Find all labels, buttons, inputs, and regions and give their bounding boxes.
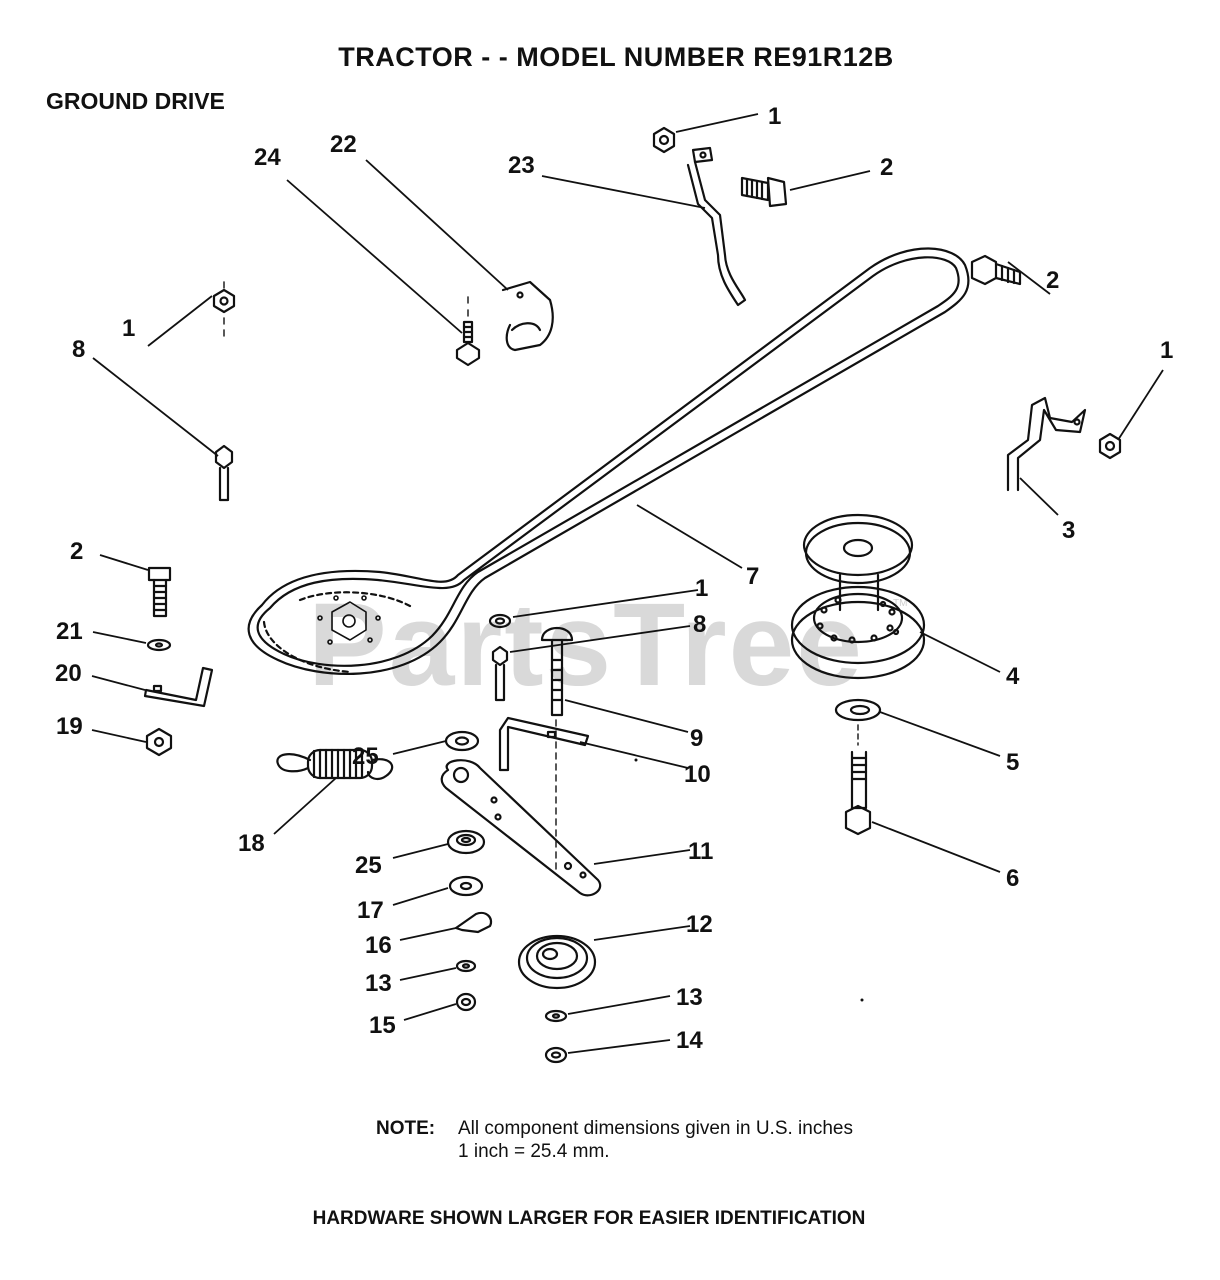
lock-nut-right — [544, 1046, 568, 1064]
bushing-bottom — [446, 829, 486, 855]
extension-spring — [276, 748, 394, 781]
belt-loop-hub — [317, 595, 381, 645]
callout-2-right: 2 — [1046, 267, 1059, 294]
callout-8-left: 8 — [72, 336, 85, 363]
idler-arm — [440, 759, 602, 897]
self-tapping-screw — [455, 296, 481, 367]
note-body: All component dimensions given in U.S. i… — [458, 1117, 853, 1163]
bell-washer — [834, 698, 882, 722]
callout-1-right: 1 — [1160, 337, 1173, 364]
flat-washer — [448, 875, 484, 897]
callout-10: 10 — [684, 761, 711, 788]
callout-20: 20 — [55, 660, 82, 687]
pulley-bolt — [844, 724, 872, 836]
leader-lines — [91, 113, 1164, 1054]
callout-17: 17 — [357, 897, 384, 924]
note-block: NOTE: All component dimensions given in U… — [376, 1117, 853, 1163]
idler-pulley — [517, 934, 597, 990]
callout-11: 11 — [688, 838, 713, 865]
callout-21: 21 — [56, 618, 83, 645]
callout-19: 19 — [56, 713, 83, 740]
diagram-title: TRACTOR - - MODEL NUMBER RE91R12B — [338, 42, 894, 72]
note-line-1: All component dimensions given in U.S. i… — [458, 1118, 853, 1139]
engine-pulley — [790, 513, 926, 680]
washer-small-right — [544, 1009, 568, 1023]
callout-24: 24 — [254, 144, 281, 171]
callout-12: 12 — [686, 911, 713, 938]
callout-18: 18 — [238, 830, 265, 857]
callout-2-left: 2 — [70, 538, 83, 565]
callout-16: 16 — [365, 932, 392, 959]
callout-1-center: 1 — [695, 575, 708, 602]
hex-nut-left — [212, 281, 236, 337]
belt-keeper — [498, 716, 590, 772]
belt-guide-rod-top — [686, 146, 747, 307]
callout-5: 5 — [1006, 749, 1019, 776]
hex-nut-top — [652, 126, 676, 154]
footer-note: HARDWARE SHOWN LARGER FOR EASIER IDENTIF… — [312, 1208, 866, 1229]
lock-nut-left — [455, 992, 477, 1012]
belt-guide-left — [143, 666, 214, 708]
belt-guide-bracket — [501, 280, 554, 352]
bolt-right — [970, 254, 1022, 286]
watermark-tm: TM — [893, 598, 907, 609]
callout-14: 14 — [676, 1027, 703, 1054]
belt-guide-rod-right — [1006, 396, 1087, 492]
section-title: GROUND DRIVE — [46, 88, 225, 114]
callout-4: 4 — [1006, 663, 1020, 690]
stray-dot — [634, 758, 638, 762]
stud-left — [214, 444, 234, 502]
callout-25-bottom: 25 — [355, 852, 382, 879]
callout-8-center: 8 — [693, 611, 706, 638]
note-label: NOTE: — [376, 1118, 436, 1139]
spring-clip — [454, 911, 493, 934]
washer-small-left — [455, 959, 477, 973]
callout-2-top: 2 — [880, 154, 893, 181]
callout-13-right: 13 — [676, 984, 703, 1011]
washer-left — [146, 638, 172, 652]
callout-13-left: 13 — [365, 970, 392, 997]
carriage-bolt — [540, 626, 574, 871]
bushing-top — [444, 730, 480, 752]
note-line-2: 1 inch = 25.4 mm. — [458, 1141, 610, 1162]
stray-dot — [860, 998, 864, 1002]
callout-1-top: 1 — [768, 103, 781, 130]
callout-6: 6 — [1006, 865, 1019, 892]
callout-7: 7 — [746, 563, 759, 590]
callout-9: 9 — [690, 725, 703, 752]
callout-22: 22 — [330, 131, 357, 158]
bolt-top-right — [740, 176, 788, 208]
v-belt — [247, 247, 970, 676]
callout-25-top: 25 — [352, 743, 379, 770]
callout-15: 15 — [369, 1012, 396, 1039]
hex-nut-center — [488, 613, 512, 629]
callout-3: 3 — [1062, 517, 1075, 544]
hex-nut-right — [1098, 432, 1122, 460]
stud-center — [491, 645, 509, 702]
bolt-left — [147, 566, 172, 618]
hex-nut-lower-left — [145, 727, 173, 757]
callout-23: 23 — [508, 152, 535, 179]
callout-1-left: 1 — [122, 315, 135, 342]
